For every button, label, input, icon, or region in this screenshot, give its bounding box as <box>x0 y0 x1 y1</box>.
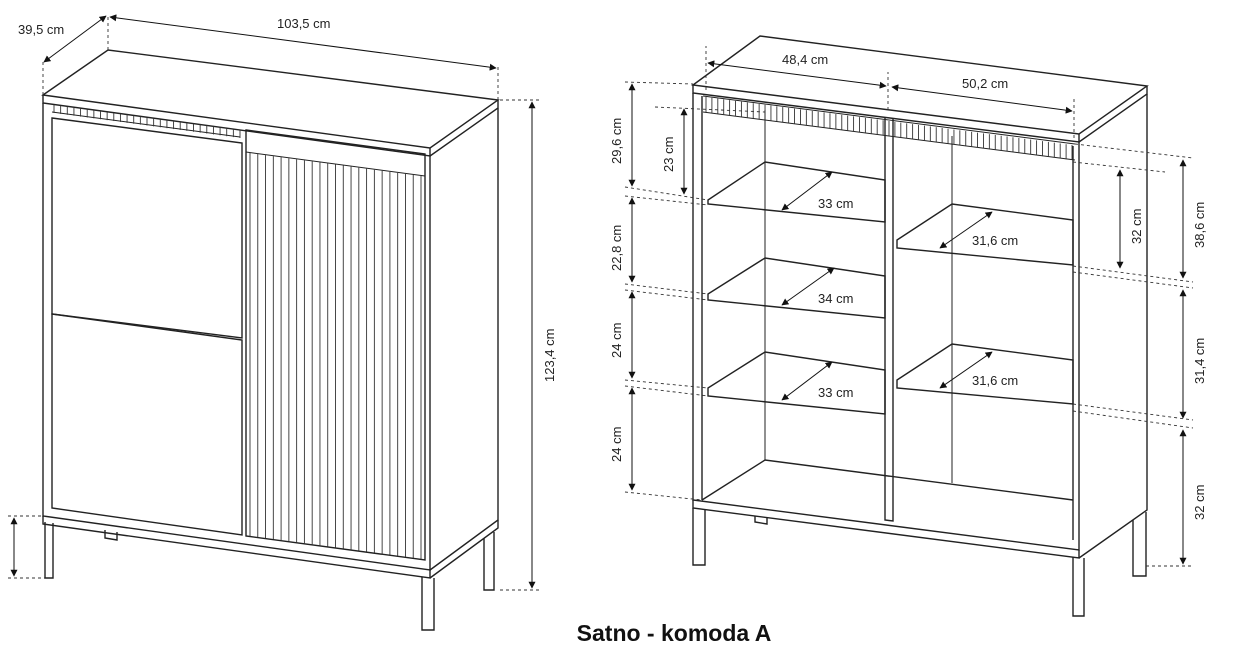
left-shelf-1-depth: 33 cm <box>818 196 853 211</box>
left-shelf-2-depth: 34 cm <box>818 291 853 306</box>
fluted-door <box>245 129 426 561</box>
fascia-flutes <box>705 97 1073 160</box>
left-height-5-label: 24 cm <box>609 427 624 462</box>
right-width-dimension <box>891 84 1073 114</box>
left-width-dimension <box>707 60 887 89</box>
plinth <box>42 516 431 579</box>
open-leg-back-left <box>754 516 768 525</box>
open-leg-front-right <box>1072 557 1085 617</box>
open-cabinet-view: 48,4 cm 50,2 cm 29,6 cm 23 cm 22,8 cm 24… <box>609 35 1207 617</box>
top-flute-strip <box>53 105 241 138</box>
cabinet-side <box>429 108 499 571</box>
left-width-label: 48,4 cm <box>782 52 828 67</box>
left-shelf-1 <box>707 161 886 223</box>
right-height-2-label: 32 cm <box>1129 209 1144 244</box>
product-title: Satno - komoda A <box>577 620 772 646</box>
top-front-edge <box>42 95 431 157</box>
door-flutes <box>249 153 422 559</box>
left-height-1-label: 29,6 cm <box>609 118 624 164</box>
right-height-3-label: 31,4 cm <box>1192 338 1207 384</box>
open-leg-front-left <box>692 508 706 566</box>
center-divider <box>884 118 894 522</box>
leg-back-right <box>483 532 495 591</box>
depth-label: 39,5 cm <box>18 22 64 37</box>
right-height-4-label: 32 cm <box>1192 485 1207 520</box>
open-leg-back-right <box>1132 512 1147 577</box>
left-shelf-2 <box>707 257 886 319</box>
upper-door <box>51 117 243 339</box>
left-shelf-3 <box>707 351 886 415</box>
top-side-edge <box>429 100 499 157</box>
right-shelf-1-depth: 31,6 cm <box>972 233 1018 248</box>
leg-front-right <box>421 577 435 631</box>
height-label: 123,4 cm <box>542 329 557 382</box>
right-shelf-2 <box>896 343 1074 405</box>
cabinet-front <box>42 103 431 571</box>
right-height-1-label: 38,6 cm <box>1192 202 1207 248</box>
depth-dimension <box>43 15 107 63</box>
lower-door <box>51 313 243 536</box>
open-cabinet-front <box>692 93 1080 551</box>
bottom-interior <box>701 459 1074 501</box>
closed-cabinet-view: 39,5 cm 103,5 cm 123,4 cm <box>8 14 557 631</box>
width-label: 103,5 cm <box>277 16 330 31</box>
left-height-4-label: 24 cm <box>609 323 624 358</box>
right-width-label: 50,2 cm <box>962 76 1008 91</box>
left-height-3-label: 22,8 cm <box>609 225 624 271</box>
left-height-2-label: 23 cm <box>661 137 676 172</box>
left-shelf-3-depth: 33 cm <box>818 385 853 400</box>
right-shelf-2-depth: 31,6 cm <box>972 373 1018 388</box>
width-dimension <box>109 14 497 71</box>
leg-front-left <box>44 522 54 579</box>
right-shelf-1 <box>896 203 1074 266</box>
leg-back-left <box>104 530 118 541</box>
